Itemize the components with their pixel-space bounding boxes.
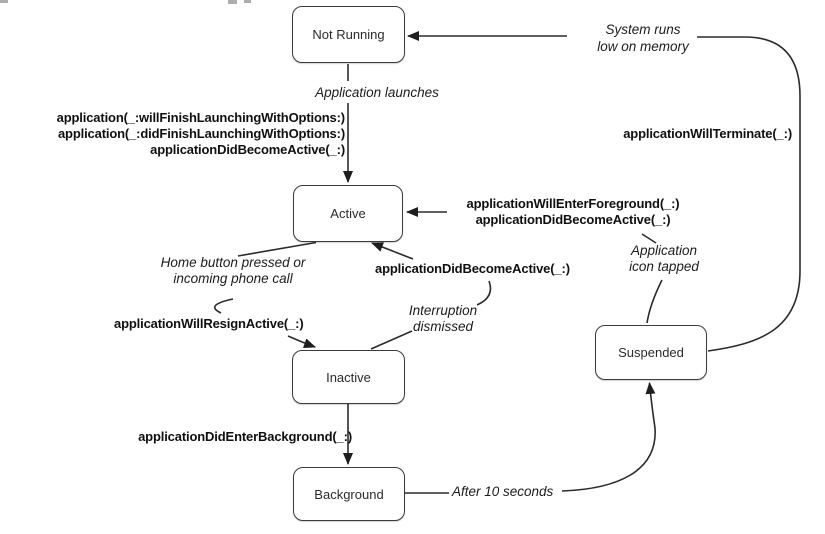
annotation-interruption-dismissed: Interruption dismissed xyxy=(408,303,478,334)
callback-will-resign-active: applicationWillResignActive(_:) xyxy=(114,316,304,331)
callback-did-become-active-interruption: applicationDidBecomeActive(_:) xyxy=(375,261,570,276)
annotation-application-icon-tapped: Application icon tapped xyxy=(629,243,699,274)
state-box-suspended: Suspended xyxy=(595,325,707,380)
edge-didbecomeactive-active-arrow xyxy=(371,242,414,260)
edge-icontapped-upper xyxy=(641,233,657,244)
callback-block-foreground: applicationWillEnterForeground(_:) appli… xyxy=(446,196,700,228)
callback-will-enter-foreground: applicationWillEnterForeground(_:) xyxy=(466,196,680,211)
edge-interruption-didbecomeactive-arc xyxy=(476,280,492,306)
callback-will-terminate: applicationWillTerminate(_:) xyxy=(623,126,792,141)
state-label-active: Active xyxy=(330,206,366,221)
edge-suspended-notrunning-curve xyxy=(697,36,801,352)
annotation-system-low-memory: System runs low on memory xyxy=(597,22,689,54)
state-label-suspended: Suspended xyxy=(618,345,684,360)
callback-did-finish-launching: application(_:didFinishLaunchingWithOpti… xyxy=(57,126,345,141)
cropped-text-fragment xyxy=(244,0,251,3)
callback-block-launch: application(_:willFinishLaunchingWithOpt… xyxy=(56,110,346,158)
annotation-after-10-seconds: After 10 seconds xyxy=(452,484,554,499)
state-box-active: Active xyxy=(293,185,403,242)
state-label-background: Background xyxy=(314,486,384,502)
edge-inactive-interruption xyxy=(370,330,413,350)
edge-homelabel-resign-scurve xyxy=(213,298,234,314)
state-label-not-running: Not Running xyxy=(312,27,385,42)
state-box-background: Background xyxy=(293,467,405,521)
callback-will-finish-launching: application(_:willFinishLaunchingWithOpt… xyxy=(56,110,346,125)
edge-icontapped-lower xyxy=(646,279,663,324)
edge-after-suspended-arrow xyxy=(561,382,656,492)
callback-did-enter-background: applicationDidEnterBackground(_:) xyxy=(138,429,352,444)
callback-did-become-active-launch: applicationDidBecomeActive(_:) xyxy=(150,142,345,157)
state-label-inactive: Inactive xyxy=(326,369,371,385)
edge-active-homelabel xyxy=(237,241,317,257)
edge-resign-inactive-arrow xyxy=(287,335,316,348)
state-box-inactive: Inactive xyxy=(292,350,405,404)
cropped-text-fragment xyxy=(0,0,8,3)
annotation-application-launches: Application launches xyxy=(315,85,439,100)
cropped-text-fragment xyxy=(228,0,237,4)
callback-did-become-active-foreground: applicationDidBecomeActive(_:) xyxy=(475,212,671,227)
annotation-home-button: Home button pressed or incoming phone ca… xyxy=(160,255,306,286)
state-box-not-running: Not Running xyxy=(292,6,405,63)
